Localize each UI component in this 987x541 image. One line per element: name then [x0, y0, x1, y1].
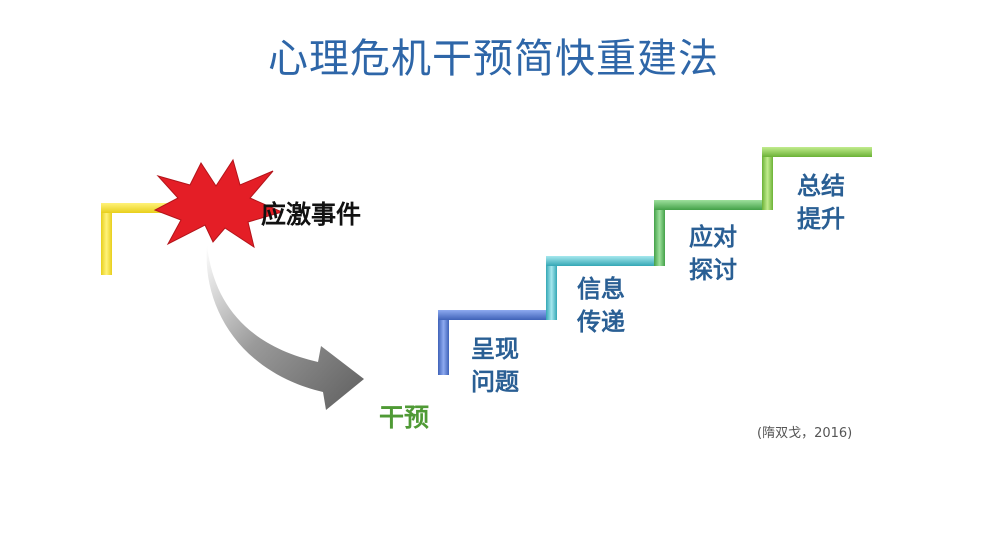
step-2-line-2: 传递 [577, 308, 625, 336]
step-3-line-2: 探讨 [689, 256, 737, 284]
curved-arrow-icon [206, 245, 364, 410]
step-1-tread [438, 310, 556, 320]
step-1-line-1: 呈现 [471, 335, 519, 363]
intervention-label: 干预 [379, 403, 430, 432]
step-2-tread [546, 256, 664, 266]
step-2-riser [546, 256, 557, 320]
burst-icon [153, 158, 284, 249]
step-4-tread [762, 147, 872, 157]
step-1-label: 呈现 问题 [471, 333, 519, 399]
step-3-riser [654, 200, 665, 266]
step-4-label: 总结 提升 [797, 170, 845, 236]
event-step [101, 203, 181, 275]
event-step-tread [101, 203, 181, 213]
step-3-tread [654, 200, 772, 210]
step-3-label: 应对 探讨 [689, 221, 737, 287]
step-3-line-1: 应对 [689, 223, 737, 251]
event-step-riser [101, 203, 112, 275]
step-4-line-1: 总结 [797, 172, 845, 200]
page-title: 心理危机干预简快重建法 [268, 36, 719, 82]
step-4-riser [762, 147, 773, 210]
citation: (隋双戈，2016) [757, 426, 853, 441]
step-4-line-2: 提升 [797, 205, 845, 233]
stress-event-label: 应激事件 [261, 200, 362, 229]
staircase [438, 147, 872, 375]
step-1-line-2: 问题 [471, 368, 519, 396]
step-2-line-1: 信息 [577, 275, 625, 303]
step-2-label: 信息 传递 [577, 273, 625, 339]
step-1-riser [438, 310, 449, 375]
